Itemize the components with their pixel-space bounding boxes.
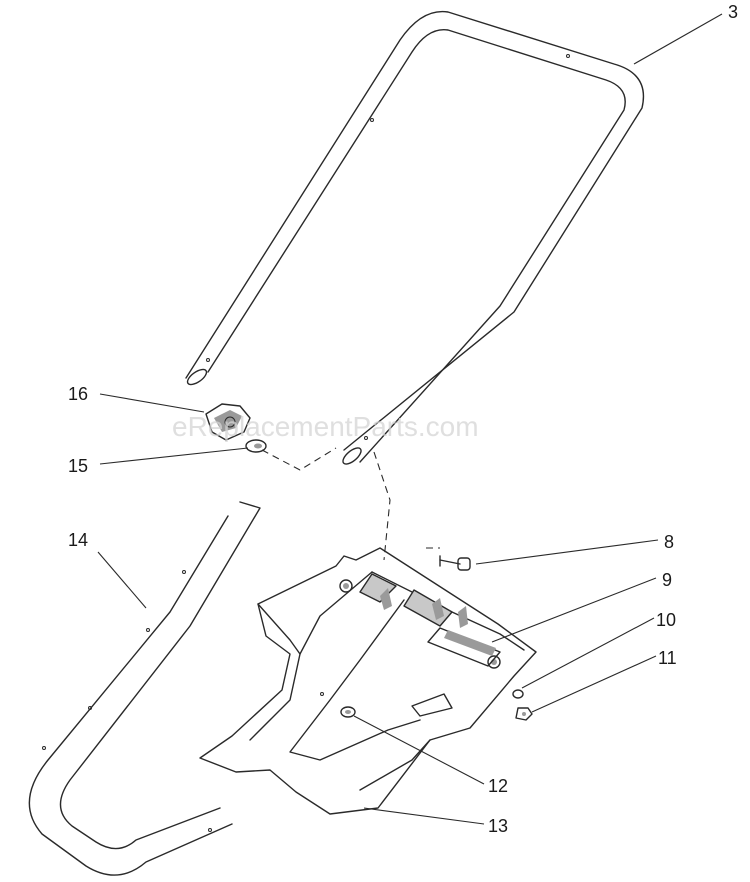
- callout-10: 10: [656, 610, 676, 630]
- callout-8: 8: [664, 532, 674, 552]
- washer-part-15: [245, 439, 267, 453]
- washer-part-10: [512, 689, 524, 699]
- callout-14: 14: [68, 530, 88, 550]
- callout-16: 16: [68, 384, 88, 404]
- callout-12: 12: [488, 776, 508, 796]
- knob-part-16: [205, 403, 251, 441]
- callout-15: 15: [68, 456, 88, 476]
- watermark-text: eReplacementParts.com: [172, 411, 479, 442]
- lower-handle-part-14: [28, 501, 261, 876]
- callout-13: 13: [488, 816, 508, 836]
- upper-handle-part-3: [185, 10, 645, 465]
- leader-lines: [97, 13, 723, 825]
- nut-part-11: [515, 707, 533, 721]
- pin-part-9: [444, 630, 496, 656]
- callout-3: 3: [728, 2, 738, 22]
- callout-9: 9: [662, 570, 672, 590]
- bolt-part-8: [439, 555, 471, 571]
- deck-part-13: [199, 547, 537, 815]
- assembly-lines: [261, 447, 440, 561]
- callout-labels: 3 16 15 14 8 9 10 11 12 13: [68, 2, 738, 836]
- spacer-part-12: [320, 692, 356, 718]
- callout-11: 11: [658, 648, 677, 668]
